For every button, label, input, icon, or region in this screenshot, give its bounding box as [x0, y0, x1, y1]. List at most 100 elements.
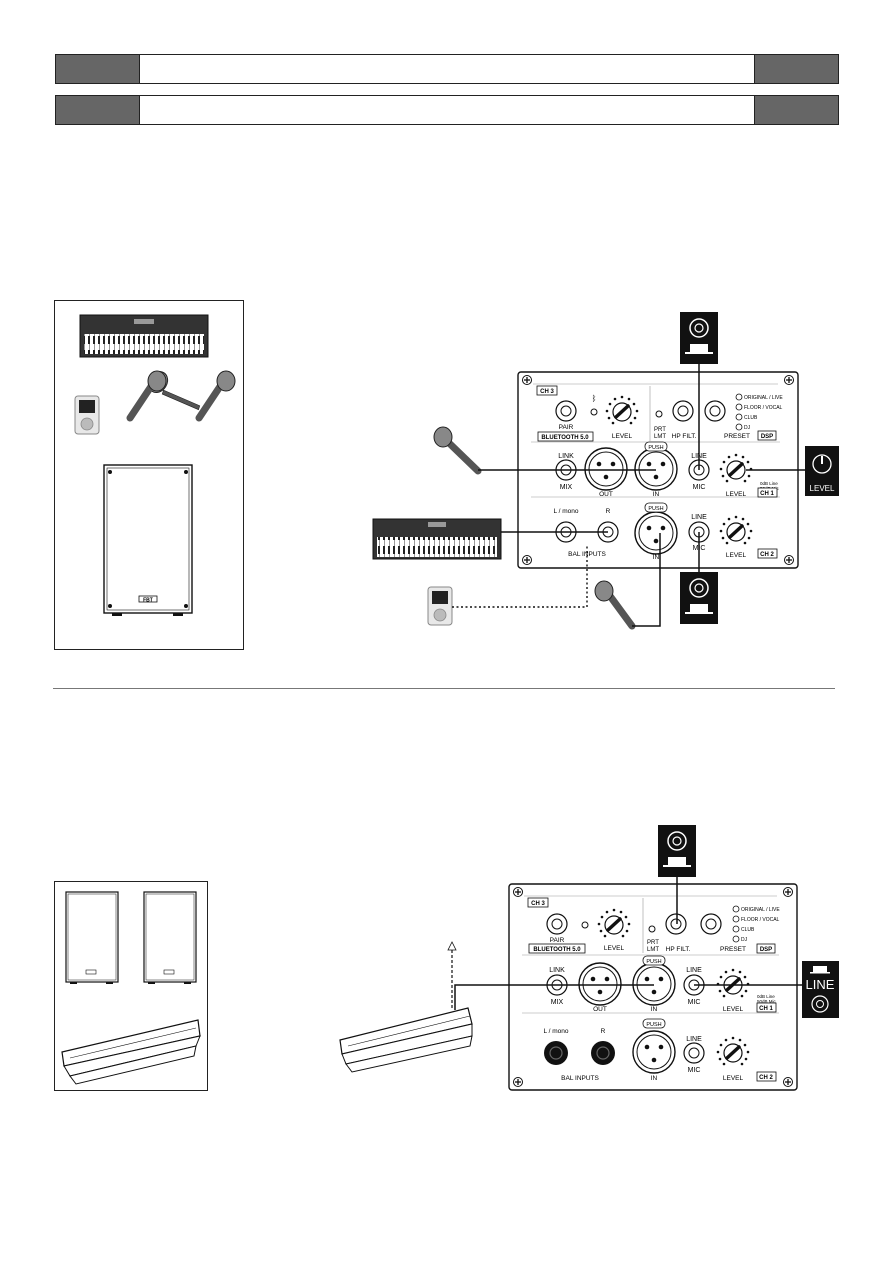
prt-label: PRT — [654, 427, 666, 433]
prt-label: PRT — [647, 940, 659, 946]
lmono-label: L / mono — [543, 1028, 568, 1035]
out-label: OUT — [593, 1006, 607, 1013]
preset-option: DJ — [741, 937, 748, 943]
microphone-icon — [195, 370, 236, 422]
ch2-line-jack[interactable] — [683, 1042, 705, 1064]
lmt-label: LMT — [647, 947, 659, 953]
xlr-out-connector[interactable] — [578, 962, 622, 1006]
lmt-label: LMT — [654, 434, 666, 440]
header-right-block — [754, 96, 838, 124]
hp-filter-button[interactable] — [672, 400, 694, 422]
xlr-out-connector[interactable] — [584, 447, 628, 491]
lmono-label: L / mono — [553, 508, 578, 515]
xlr-in-connector[interactable] — [632, 962, 676, 1006]
line-label: LINE — [686, 967, 702, 974]
preset-option: CLUB — [744, 415, 758, 421]
dsp-label: DSP — [760, 947, 772, 953]
preset-button[interactable] — [704, 400, 726, 422]
preset-label: PRESET — [724, 433, 750, 440]
ch2-xlr-in[interactable] — [634, 511, 678, 555]
microphone-icon — [433, 426, 482, 475]
level-label: LEVEL — [723, 1006, 744, 1013]
line-label: LINE — [686, 1036, 702, 1043]
rear-panel-2: CH 3 PAIR BLUETOOTH 5.0 LEVEL PRT LMT HP… — [508, 883, 798, 1091]
pair-label: PAIR — [559, 424, 574, 431]
xlr-in-connector[interactable] — [634, 447, 678, 491]
line-label: LINE — [691, 514, 707, 521]
pair-button[interactable] — [555, 400, 577, 422]
speaker-icon — [143, 891, 197, 984]
section-header-1 — [55, 54, 839, 84]
in-label: IN — [651, 1006, 658, 1013]
preset-option: FLOOR / VOCAL — [741, 917, 780, 923]
dsp-label: DSP — [761, 434, 773, 440]
line-callout-label: LINE — [806, 977, 835, 992]
odb-label: 0dB Line — [760, 481, 778, 486]
media-player-icon — [74, 395, 100, 435]
section-header-2 — [55, 95, 839, 125]
level-label: LEVEL — [723, 1075, 744, 1082]
link-label: LINK — [558, 453, 574, 460]
push-label: PUSH — [648, 445, 663, 451]
balinputs-label: BAL INPUTS — [568, 551, 606, 558]
media-player-icon — [427, 586, 453, 626]
ch3-label: CH 3 — [531, 901, 545, 907]
header-left-block — [56, 55, 140, 83]
preset-option: CLUB — [741, 927, 755, 933]
level-callout: LEVEL — [805, 446, 839, 496]
preset-option: FLOOR / VOCAL — [744, 405, 783, 411]
speaker-line-icon — [679, 571, 719, 625]
mic50-label: 50dB Mic — [757, 999, 777, 1004]
speaker-brand: FBT — [143, 598, 153, 604]
in-label: IN — [651, 1075, 658, 1082]
header-right-block — [754, 55, 838, 83]
mix-label: MIX — [551, 999, 564, 1006]
r-label: R — [606, 508, 611, 515]
mic-label: MIC — [693, 484, 706, 491]
hp-filter-button[interactable] — [665, 913, 687, 935]
section-divider — [53, 688, 835, 689]
line-callout: LINE — [802, 961, 839, 1018]
level-label: LEVEL — [726, 491, 747, 498]
odb-label: 0dB Line — [757, 994, 775, 999]
bluetooth-label: BLUETOOTH 5.0 — [541, 435, 589, 441]
bal-input-left-jack[interactable] — [544, 1041, 568, 1065]
speaker-icon: FBT — [103, 464, 193, 616]
ch2-xlr-in[interactable] — [632, 1030, 676, 1074]
level-callout-label: LEVEL — [810, 484, 835, 493]
preset-label: PRESET — [720, 946, 746, 953]
microphone-icon — [594, 580, 636, 630]
bal-input-right-jack[interactable] — [591, 1041, 615, 1065]
header-left-block — [56, 96, 140, 124]
push-label: PUSH — [646, 959, 661, 965]
mix-label: MIX — [560, 484, 573, 491]
balinputs-label: BAL INPUTS — [561, 1075, 599, 1082]
speaker-line-icon — [679, 311, 719, 365]
preset-option: ORIGINAL / LIVE — [744, 395, 783, 401]
push-label: PUSH — [646, 1022, 661, 1028]
link-label: LINK — [549, 967, 565, 974]
pair-button[interactable] — [546, 913, 568, 935]
in-label: IN — [653, 491, 660, 498]
preset-button[interactable] — [700, 913, 722, 935]
rear-panel-1: CH 3 PAIR BLUETOOTH 5.0 ᛒ LEVEL PRT LMT … — [517, 371, 799, 569]
ch2-label: CH 2 — [759, 1075, 773, 1081]
r-label: R — [601, 1028, 606, 1035]
mic-label: MIC — [688, 1067, 701, 1074]
in-label: IN — [653, 554, 660, 561]
keyboard-icon — [372, 518, 502, 560]
pair-label: PAIR — [550, 937, 565, 944]
ch1-label: CH 1 — [760, 491, 774, 497]
push-label: PUSH — [648, 506, 663, 512]
hpfilt-label: HP FILT. — [666, 946, 691, 953]
preset-option: ORIGINAL / LIVE — [741, 907, 780, 913]
level-label: LEVEL — [612, 433, 633, 440]
ch2-label: CH 2 — [760, 552, 774, 558]
level-label: LEVEL — [604, 945, 625, 952]
keyboard-icon — [79, 314, 209, 358]
speaker-icon — [65, 891, 119, 984]
out-label: OUT — [599, 491, 613, 498]
microphone-icon — [126, 370, 167, 422]
svg-text:ᛒ: ᛒ — [592, 394, 597, 403]
